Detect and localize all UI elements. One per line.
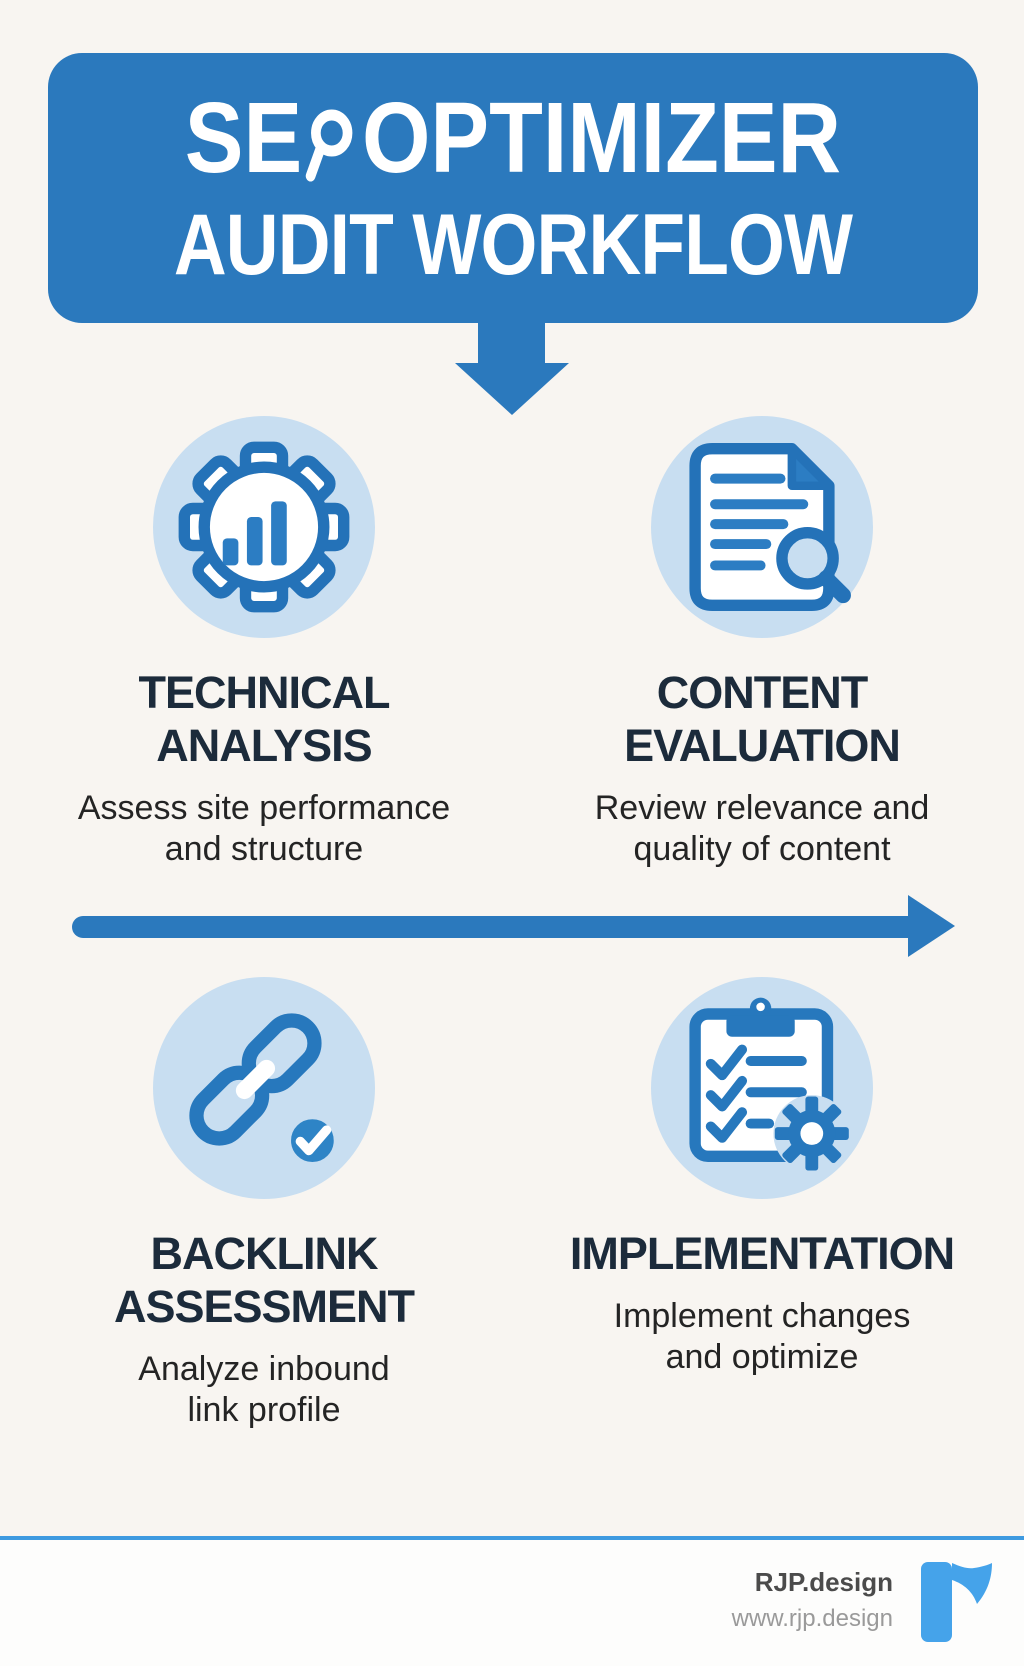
header-banner: SE OPTIMIZER AUDIT WORKFLOW xyxy=(48,53,978,323)
step-card-content-evaluation: CONTENT EVALUATION Review relevance and … xyxy=(522,416,1002,870)
page-subtitle: AUDIT WORKFLOW xyxy=(173,197,853,293)
step-icon-circle xyxy=(153,416,375,638)
page-title: SE OPTIMIZER xyxy=(185,88,841,188)
chain-link-check-icon xyxy=(153,977,375,1199)
magnifier-o-icon xyxy=(306,109,353,182)
brand-name: RJP.design xyxy=(754,1567,893,1597)
footer-divider xyxy=(0,1536,1024,1540)
step-title: TECHNICAL ANALYSIS xyxy=(138,667,391,771)
step-icon-circle xyxy=(651,416,873,638)
footer xyxy=(0,1540,1024,1666)
step-description: Implement changes and optimize xyxy=(613,1297,911,1376)
clipboard-checklist-gear-icon xyxy=(651,977,873,1199)
right-arrow-head xyxy=(908,895,955,957)
right-arrow-body xyxy=(72,916,920,938)
down-arrow-head xyxy=(455,363,569,415)
step-card-backlink-assessment: BACKLINK ASSESSMENT Analyze inbound link… xyxy=(24,977,504,1431)
document-magnifier-icon xyxy=(651,416,873,638)
step-title: BACKLINK ASSESSMENT xyxy=(113,1228,415,1332)
step-card-implementation: IMPLEMENTATION Implement changes and opt… xyxy=(522,977,1002,1378)
step-description: Assess site performance and structure xyxy=(77,789,451,868)
step-card-technical-analysis: TECHNICAL ANALYSIS Assess site performan… xyxy=(24,416,504,870)
website-url: www.rjp.design xyxy=(731,1605,893,1632)
r-logo-icon xyxy=(921,1562,992,1642)
title-prefix: SE xyxy=(184,82,303,194)
step-description: Review relevance and quality of content xyxy=(594,789,930,868)
title-suffix: OPTIMIZER xyxy=(362,82,842,194)
step-title: CONTENT EVALUATION xyxy=(624,667,901,771)
gear-bar-chart-icon xyxy=(153,416,375,638)
footer-text: RJP.design www.rjp.design xyxy=(732,1567,893,1633)
step-icon-circle xyxy=(153,977,375,1199)
step-description: Analyze inbound link profile xyxy=(138,1350,390,1429)
step-icon-circle xyxy=(651,977,873,1199)
step-title: IMPLEMENTATION xyxy=(569,1228,955,1279)
down-arrow-stem xyxy=(478,318,545,365)
